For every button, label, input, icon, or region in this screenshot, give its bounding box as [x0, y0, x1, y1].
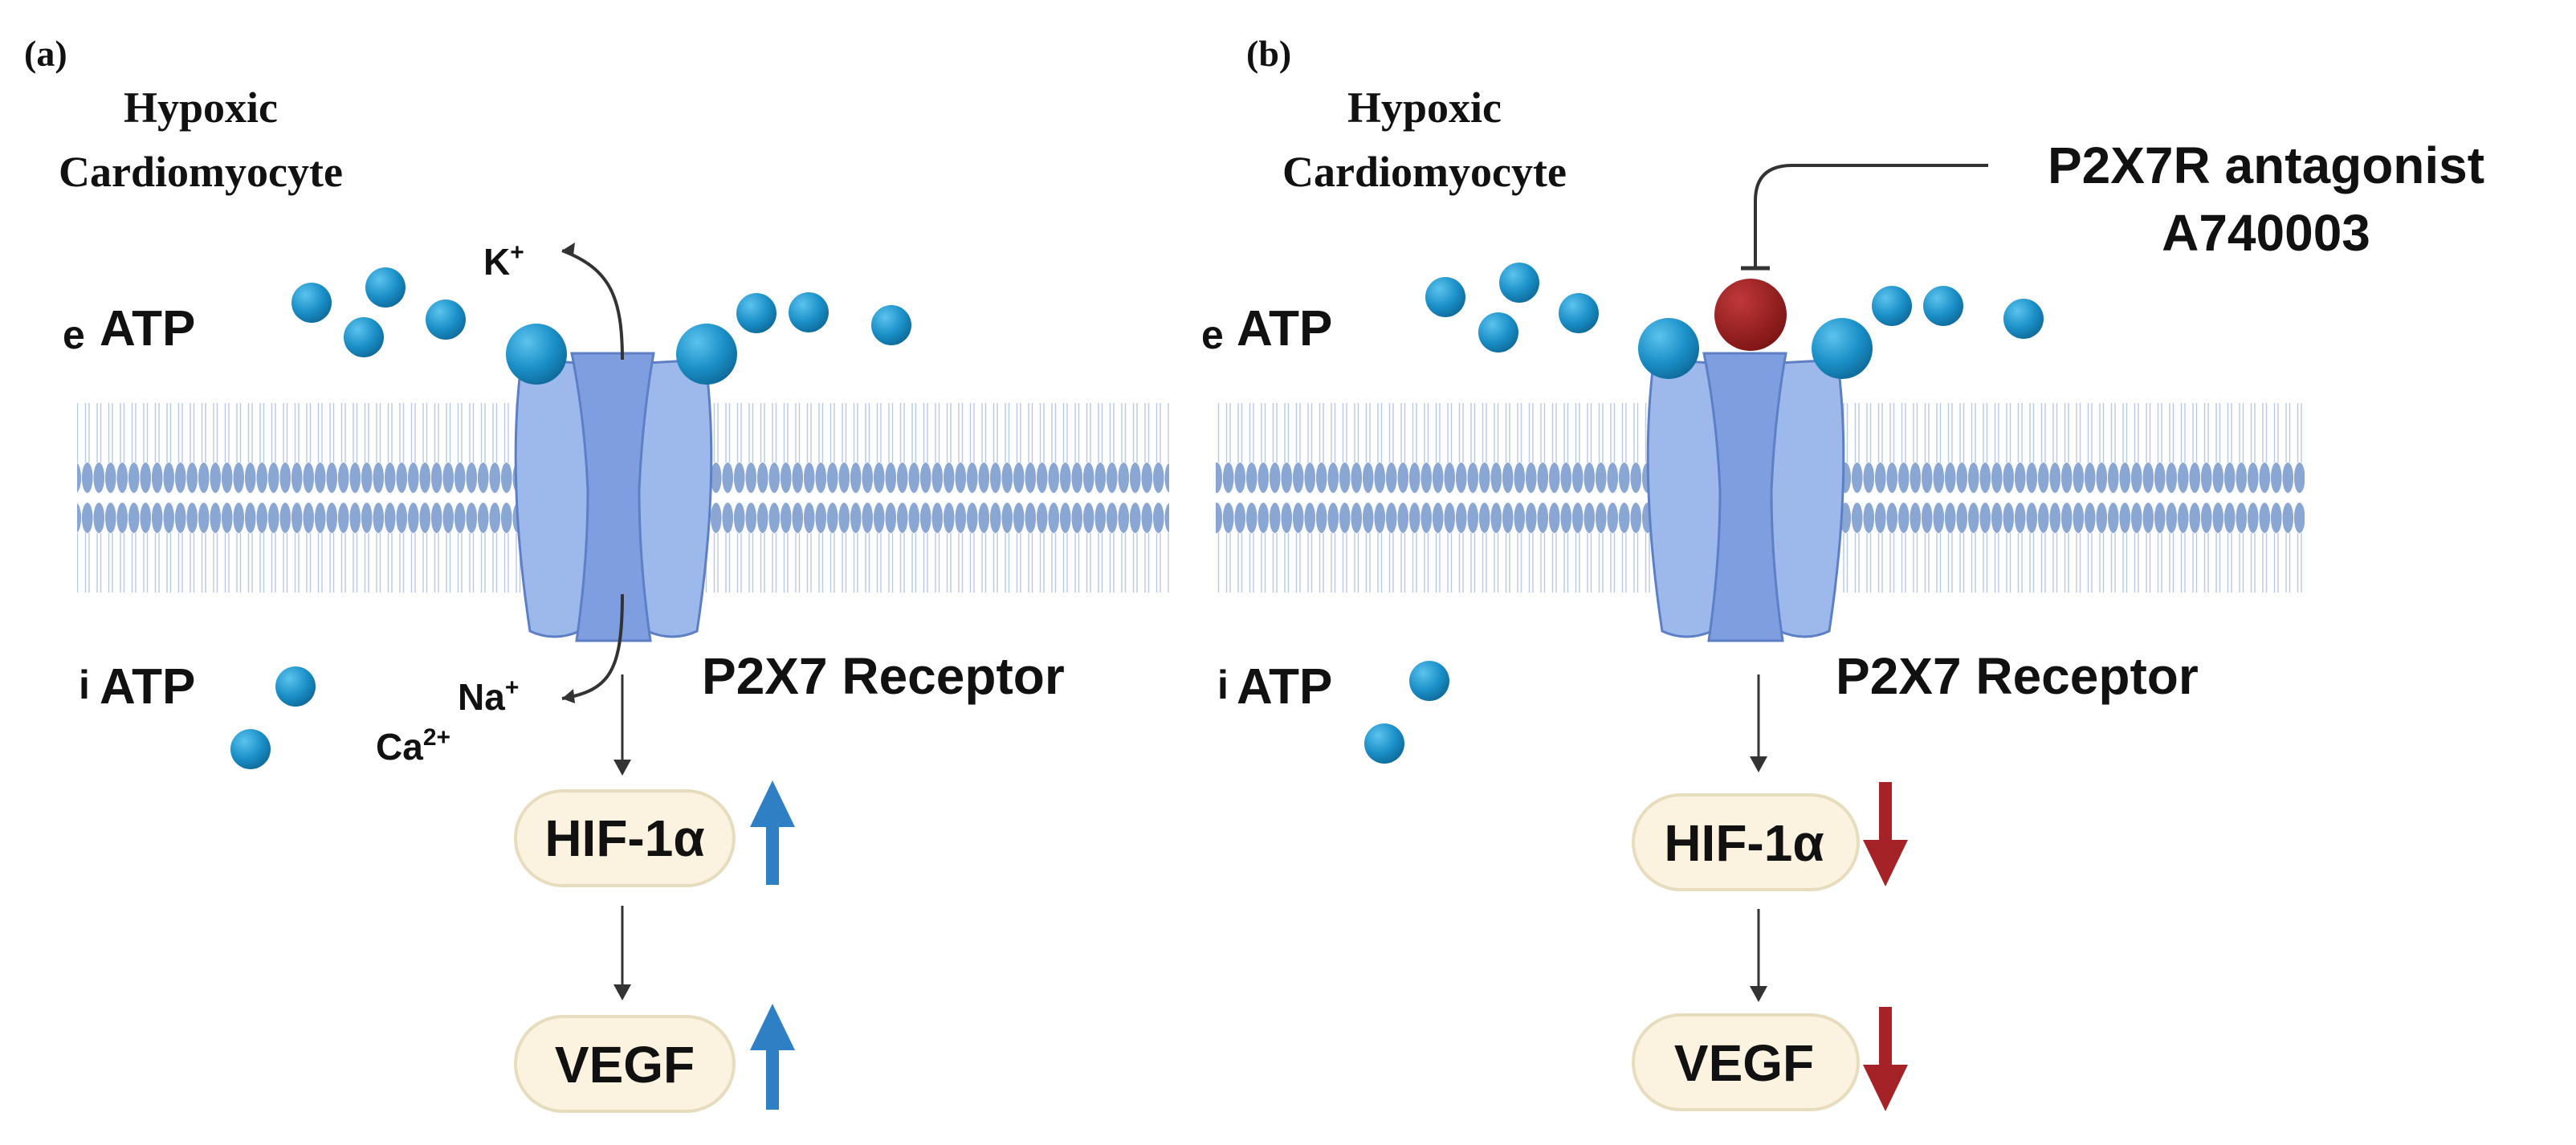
vegf-label: VEGF [555, 1036, 695, 1094]
svg-text:K+: K+ [483, 239, 524, 283]
atp-molecule [789, 292, 829, 332]
extracellular-atp-label: ATP [1237, 301, 1332, 357]
cell-title-line1: Hypoxic [1347, 84, 1502, 132]
svg-text:Ca2+: Ca2+ [376, 724, 450, 768]
hif-pill [1632, 793, 1860, 891]
atp-molecule [275, 666, 316, 707]
atp-molecule [506, 324, 567, 385]
potassium-ion: K [483, 241, 510, 283]
antagonist-label-line1: P2X7R antagonist [2048, 137, 2484, 194]
cell-title-line2: Cardiomyocyte [59, 148, 343, 196]
svg-text:Na+: Na+ [458, 674, 519, 718]
calcium-charge: 2+ [423, 724, 450, 751]
atp-molecule [230, 729, 271, 769]
atp-molecule [676, 324, 737, 385]
hif-down-arrow [1863, 782, 1908, 886]
p2x7-receptor [1638, 318, 1873, 642]
calcium-ion: Ca [376, 726, 423, 768]
atp-molecule [291, 283, 332, 323]
panel-label: (a) [24, 33, 67, 74]
atp-molecule [871, 305, 911, 345]
hif-pill [514, 789, 736, 887]
panel-label: (b) [1246, 33, 1291, 74]
potassium-charge: + [510, 239, 524, 266]
intracellular-atp-prefix: i [1217, 662, 1229, 707]
vegf-up-arrow [750, 1004, 795, 1110]
atp-molecule [1409, 661, 1449, 701]
atp-molecule [365, 267, 406, 308]
hif-label: HIF-1α [544, 809, 704, 867]
atp-molecule [1923, 286, 1963, 326]
receptor-label: P2X7 Receptor [702, 647, 1065, 705]
atp-molecule [1364, 723, 1404, 764]
antagonist-molecule [1714, 279, 1787, 351]
panel-b: (b) Hypoxic Cardiomyocyte e ATP i ATP P2… [1201, 33, 2484, 1111]
atp-molecule [736, 293, 776, 333]
intracellular-atp-prefix: i [79, 662, 90, 707]
atp-molecule [1872, 286, 1912, 326]
ion-influx-arrow [561, 593, 624, 700]
extracellular-atp-label: ATP [100, 301, 195, 357]
p2x7-receptor [506, 324, 737, 642]
antagonist-label-line2: A740003 [2162, 204, 2370, 262]
cell-title-line1: Hypoxic [124, 84, 278, 132]
hif-label: HIF-1α [1664, 814, 1824, 872]
receptor-label: P2X7 Receptor [1836, 647, 2199, 705]
atp-molecule [2003, 299, 2044, 339]
extracellular-atp-prefix: e [63, 312, 85, 357]
atp-molecule [1559, 293, 1599, 333]
cell-title-line2: Cardiomyocyte [1282, 148, 1567, 196]
sodium-ion: Na [458, 676, 505, 718]
panel-a: (a) Hypoxic Cardiomyocyte e ATP i ATP [24, 33, 1169, 1113]
hif-up-arrow [750, 780, 795, 885]
vegf-label: VEGF [1674, 1034, 1814, 1092]
atp-molecule [1499, 263, 1539, 303]
atp-molecule [1478, 312, 1518, 352]
extracellular-atp-prefix: e [1201, 312, 1224, 357]
intracellular-atp-label: ATP [1237, 659, 1332, 715]
atp-molecule [1425, 277, 1465, 317]
inhibition-line [1754, 164, 1988, 267]
potassium-efflux-arrow [561, 249, 624, 361]
vegf-pill [1632, 1013, 1860, 1111]
atp-molecule [1638, 318, 1699, 379]
atp-molecule [344, 317, 384, 357]
intracellular-atp-label: ATP [100, 659, 195, 715]
sodium-charge: + [505, 674, 520, 701]
atp-molecule [426, 299, 466, 340]
atp-molecule [1812, 318, 1873, 379]
vegf-pill [514, 1015, 736, 1113]
vegf-down-arrow [1863, 1007, 1908, 1111]
